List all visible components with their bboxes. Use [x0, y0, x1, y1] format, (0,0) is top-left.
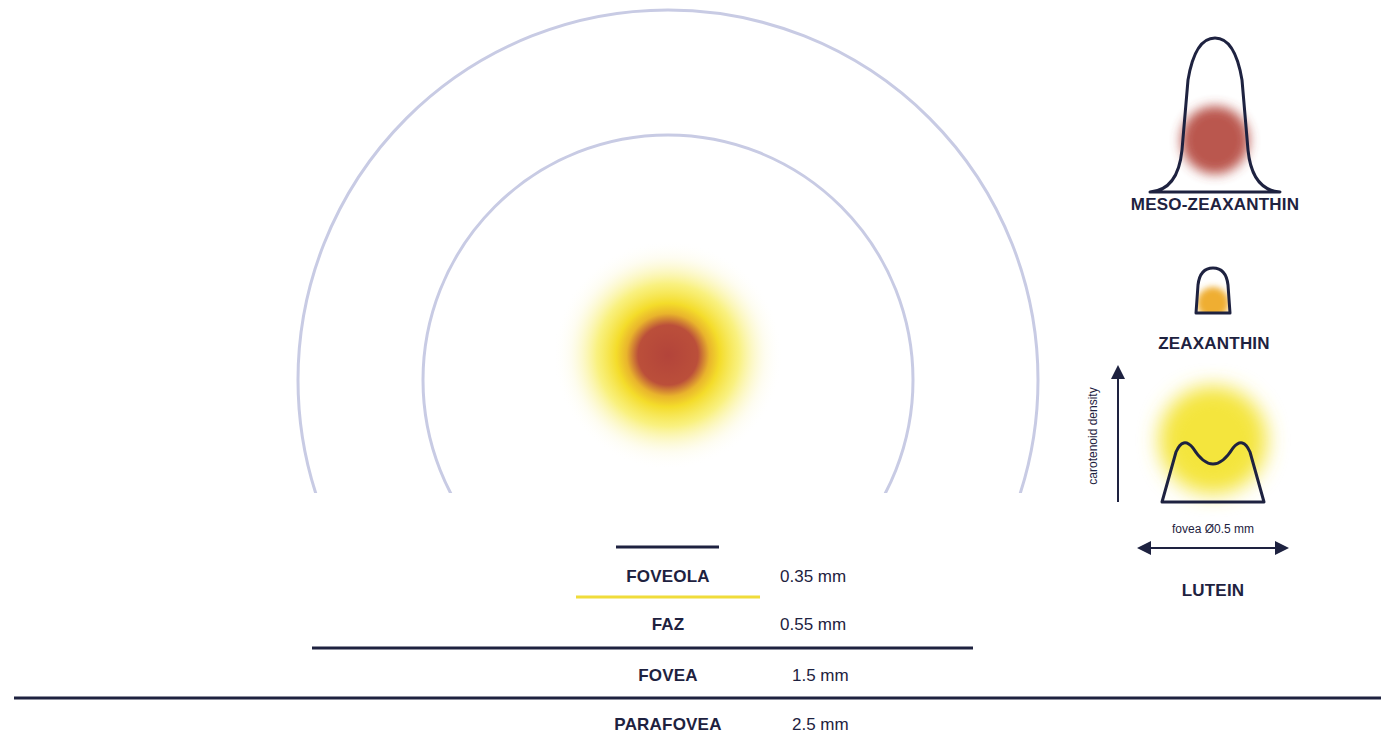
density-axis — [1117, 372, 1119, 502]
dimension: 0.35 mm — [780, 567, 846, 587]
lutein-spot — [1159, 386, 1267, 494]
parafovea-ring — [298, 10, 1038, 493]
region-name: PARAFOVEA — [614, 715, 721, 735]
dimension: 2.5 mm — [792, 715, 849, 735]
region-name: FOVEOLA — [626, 567, 710, 587]
foveola-bar — [616, 546, 719, 549]
macular-pigment-spot — [553, 240, 783, 470]
dimension: 1.5 mm — [792, 666, 849, 686]
meso-zeaxanthin-spot — [1181, 106, 1249, 174]
axis-label: fovea Ø0.5 mm — [1172, 523, 1254, 537]
region-name: FOVEA — [638, 666, 698, 686]
pigment-name: LUTEIN — [1182, 581, 1245, 601]
faz-bar — [576, 596, 760, 599]
axis-label: carotenoid density — [1087, 387, 1101, 484]
lutein-curve — [1162, 443, 1264, 502]
pigment-name: ZEAXANTHIN — [1158, 334, 1270, 354]
fovea-bar — [312, 647, 973, 650]
parafovea-bar — [14, 697, 1381, 700]
pigment-name: MESO-ZEAXANTHIN — [1131, 195, 1299, 215]
fovea-ring — [423, 135, 913, 493]
zeaxanthin-curve — [1196, 268, 1230, 313]
dimension: 0.55 mm — [780, 615, 846, 635]
region-name: FAZ — [652, 615, 685, 635]
fovea-width-arrow — [1144, 547, 1282, 549]
meso-zeaxanthin-curve — [1150, 38, 1280, 192]
